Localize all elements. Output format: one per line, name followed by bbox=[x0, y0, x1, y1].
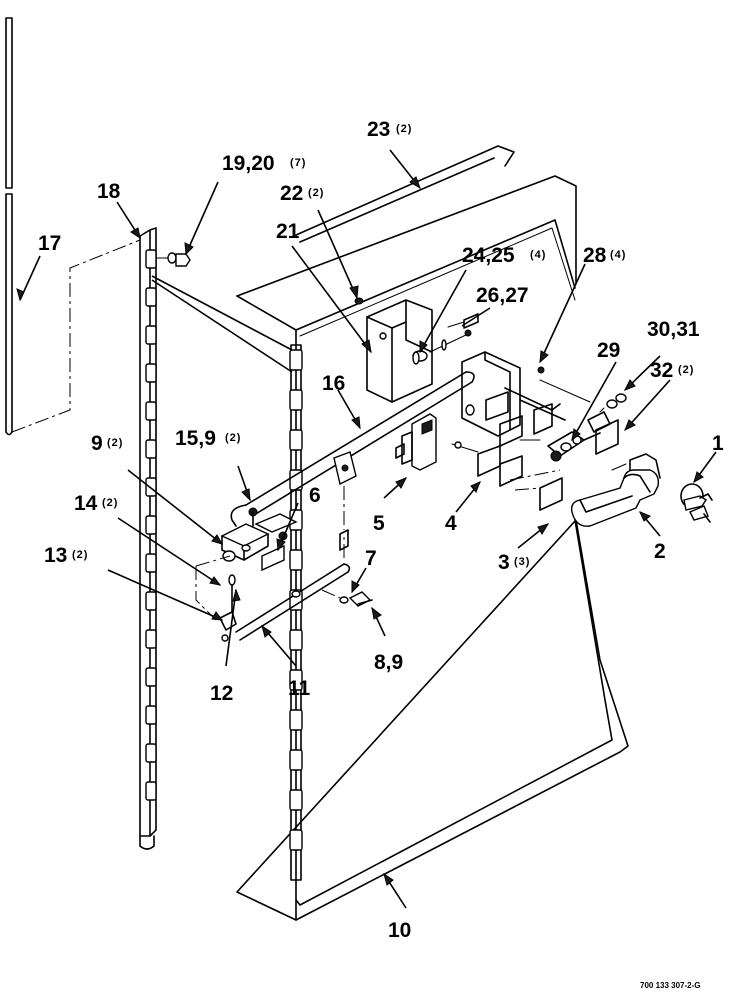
callout-23-qty: (2) bbox=[396, 123, 412, 135]
callout-2: 2 bbox=[654, 540, 666, 563]
hinge-knuckle bbox=[145, 553, 157, 573]
lock-cylinder-part-29 bbox=[547, 431, 601, 462]
callout-28-qty: (4) bbox=[610, 249, 626, 261]
callout-18: 18 bbox=[97, 180, 121, 203]
hinge-knuckle bbox=[145, 287, 157, 307]
callout-29: 29 bbox=[597, 339, 620, 362]
door-hinge-knuckle bbox=[289, 709, 303, 731]
rod-part-11 bbox=[235, 529, 351, 641]
callout-13-qty: (2) bbox=[72, 549, 88, 561]
washer-nut-parts-30-31 bbox=[587, 393, 627, 433]
callout-4: 4 bbox=[445, 512, 457, 535]
hinge-knuckle bbox=[145, 325, 157, 345]
screw-part-7-8-9 bbox=[321, 589, 373, 607]
hinge-knuckle bbox=[145, 363, 157, 383]
callout-1: 1 bbox=[712, 432, 724, 455]
hinge-knuckle bbox=[145, 591, 157, 611]
callout-15-9-qty: (2) bbox=[225, 432, 241, 444]
leader-lines bbox=[19, 149, 717, 909]
door-hinge-knuckle bbox=[289, 669, 303, 691]
plate-part-32 bbox=[595, 419, 619, 455]
hinge-knuckle bbox=[145, 401, 157, 421]
callout-17: 17 bbox=[38, 232, 61, 255]
callout-3-qty: (3) bbox=[514, 556, 530, 568]
callout-3: 3 bbox=[498, 551, 510, 574]
callout-9-qty: (2) bbox=[107, 437, 123, 449]
door-hinge-knuckle bbox=[289, 829, 303, 851]
screw-washer-parts-19-20 bbox=[155, 252, 191, 267]
callout-15-9: 15,9 bbox=[175, 427, 216, 450]
callout-21: 21 bbox=[276, 220, 300, 243]
callout-7: 7 bbox=[365, 547, 377, 570]
hinge-knuckle bbox=[145, 743, 157, 763]
hinge-knuckle bbox=[145, 667, 157, 687]
spacer-part-3 bbox=[509, 469, 563, 511]
rod-part-16 bbox=[230, 371, 475, 527]
document-number: 700 133 307-2-G bbox=[640, 981, 701, 990]
nut-part-22 bbox=[354, 297, 364, 305]
callout-30-31: 30,31 bbox=[647, 318, 700, 341]
door-hinge-knuckle bbox=[289, 789, 303, 811]
door-hinge-knuckle bbox=[289, 389, 303, 411]
hinge-knuckle bbox=[145, 705, 157, 725]
latch-housing-part-21 bbox=[366, 299, 433, 403]
callout-22: 22 bbox=[280, 182, 303, 205]
callout-19-20: 19,20 bbox=[222, 152, 275, 175]
callout-16: 16 bbox=[322, 372, 345, 395]
pin-parts-13-14 bbox=[195, 555, 237, 642]
callout-13: 13 bbox=[44, 544, 67, 567]
callout-5: 5 bbox=[373, 512, 385, 535]
alignment-line-17 bbox=[11, 239, 141, 433]
hinge-knuckle bbox=[145, 439, 157, 459]
rod-part-17 bbox=[5, 17, 13, 436]
callout-11: 11 bbox=[288, 677, 311, 700]
bolt-washer-parts-24-27 bbox=[412, 313, 479, 365]
callout-24-25: 24,25 bbox=[462, 244, 515, 267]
callout-26-27: 26,27 bbox=[476, 284, 529, 307]
callout-10: 10 bbox=[388, 919, 411, 942]
handle-part-2 bbox=[570, 453, 661, 527]
callout-19-20-qty: (7) bbox=[290, 157, 306, 169]
latch-bracket bbox=[461, 351, 591, 437]
callout-32: 32 bbox=[650, 359, 673, 382]
door-hinge-knuckle bbox=[289, 349, 303, 371]
hinge-knuckle bbox=[145, 515, 157, 535]
keys-part-1 bbox=[680, 483, 713, 523]
hinge-knuckle bbox=[145, 477, 157, 497]
callout-14-qty: (2) bbox=[102, 497, 118, 509]
callout-labels: 1 2 3 (3) 4 5 6 7 8,9 9 (2) 10 11 12 13 … bbox=[38, 118, 724, 942]
hinge-part-18 bbox=[139, 227, 157, 850]
callout-28: 28 bbox=[583, 244, 607, 267]
rod-guide-bracket bbox=[333, 451, 357, 530]
callout-32-qty: (2) bbox=[678, 364, 694, 376]
callout-9: 9 bbox=[91, 432, 103, 455]
callout-23: 23 bbox=[367, 118, 390, 141]
latch-bolt-part-5 bbox=[395, 413, 437, 471]
callout-14: 14 bbox=[74, 492, 98, 515]
callout-8-9: 8,9 bbox=[374, 651, 403, 674]
hinge-knuckle bbox=[145, 781, 157, 801]
plate-part-4 bbox=[451, 391, 553, 487]
callout-6: 6 bbox=[309, 484, 321, 507]
callout-22-qty: (2) bbox=[308, 187, 324, 199]
callout-12: 12 bbox=[210, 682, 233, 705]
hinge-knuckle bbox=[145, 249, 157, 269]
arrowheads bbox=[16, 176, 704, 886]
door-hinge-knuckle bbox=[289, 429, 303, 451]
callout-24-25-qty: (4) bbox=[530, 249, 546, 261]
door-hinge-knuckle bbox=[289, 629, 303, 651]
gasket-part-23 bbox=[295, 145, 515, 243]
door-hinge-knuckle bbox=[289, 549, 303, 571]
hinge-bracket-part-6 bbox=[220, 507, 298, 572]
door-hinge-knuckle bbox=[289, 749, 303, 771]
hinge-knuckle bbox=[145, 629, 157, 649]
